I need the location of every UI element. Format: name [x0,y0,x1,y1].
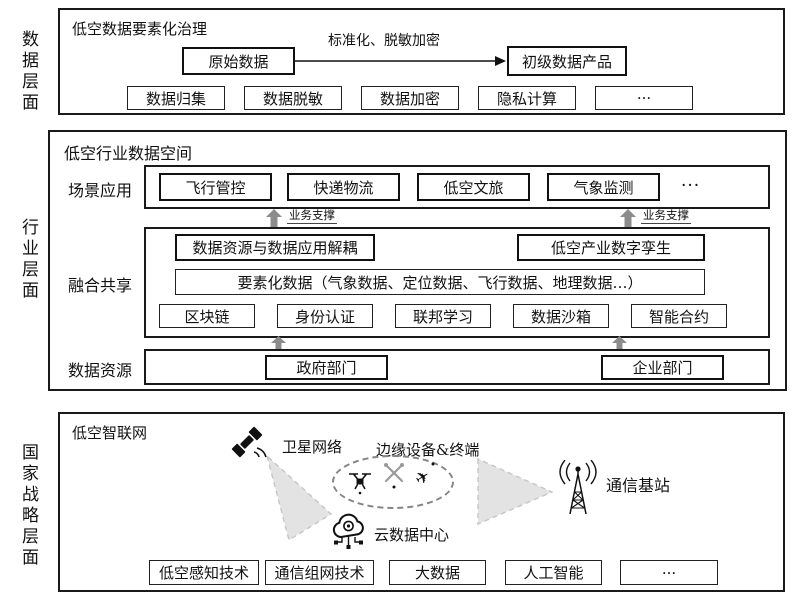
scenario-panel: 飞行管控 快递物流 低空文旅 气象监测 ··· [144,165,770,209]
process-box-encrypt: 数据加密 [361,86,459,110]
scenario-more-dots: ··· [681,176,701,196]
network-tech-box-more: ··· [620,560,718,585]
network-tech-box-ai: 人工智能 [505,560,602,585]
resource-row-label: 数据资源 [68,361,133,380]
resource-panel: 政府部门 企业部门 [144,349,770,385]
up-arrow-icon [620,209,636,227]
cloud-label: 云数据中心 [374,526,450,544]
base-station-antenna-icon [559,460,597,515]
support-arrow-left: 业务支撑 [266,209,337,227]
data-governance-panel: 低空数据要素化治理 原始数据 标准化、脱敏加密 初级数据产品 数据归集 数据脱敏… [58,8,785,115]
tech-box-sandbox: 数据沙箱 [513,304,609,328]
network-tech-box-comm: 通信组网技术 [265,560,374,585]
scenario-box-logistics: 快递物流 [287,173,400,201]
network-panel-title: 低空智联网 [72,424,148,442]
fusion-row-label: 融合共享 [68,276,133,295]
cloud-datacenter-icon [332,513,364,549]
scenario-box-weather: 气象监测 [547,173,660,201]
station-label: 通信基站 [606,476,671,495]
satellite-icon [231,426,267,458]
tech-box-federated: 联邦学习 [395,304,491,328]
layer-label-national: 国家战略层面 [18,443,38,569]
data-governance-title: 低空数据要素化治理 [72,20,208,38]
process-box-mask: 数据脱敏 [244,86,342,110]
process-box-collect: 数据归集 [127,86,225,110]
industry-data-space-panel: 低空行业数据空间 场景应用 飞行管控 快递物流 低空文旅 气象监测 ··· 业务… [48,130,787,391]
process-box-privacy: 隐私计算 [478,86,576,110]
network-tech-box-bigdata: 大数据 [389,560,486,585]
process-box-more: ··· [595,86,693,110]
primary-product-box: 初级数据产品 [507,46,627,76]
station-beam-cone [477,457,554,526]
layer-label-data: 数据层面 [18,30,38,114]
tech-box-blockchain: 区块链 [159,304,255,328]
satellite-beam-cone [265,453,333,542]
enterprise-box: 企业部门 [601,355,724,380]
layer-label-industry: 行业层面 [18,218,38,302]
scenario-row-label: 场景应用 [68,181,133,200]
support-label-right: 业务支撑 [641,208,691,224]
drone-icon [349,473,371,495]
tech-box-contract: 智能合约 [631,304,727,328]
up-arrow-icon [266,209,282,227]
up-arrow-icon [612,336,627,350]
satellite-label: 卫星网络 [282,438,343,456]
support-label-left: 业务支撑 [287,208,337,224]
tech-box-identity: 身份认证 [277,304,373,328]
airplane-icon: ✈ [411,465,435,491]
edge-devices-ellipse: ✈ [332,455,454,509]
government-box: 政府部门 [265,355,388,380]
decouple-box: 数据资源与数据应用解耦 [175,234,375,261]
raw-data-box: 原始数据 [182,47,295,75]
industry-panel-title: 低空行业数据空间 [64,144,193,163]
digital-twin-box: 低空产业数字孪生 [517,234,705,261]
intelligent-network-panel: 低空智联网 卫星网络 边缘设备&终端 [58,412,785,592]
network-tech-box-sensing: 低空感知技术 [149,560,259,585]
element-data-box: 要素化数据（气象数据、定位数据、飞行数据、地理数据…） [175,269,705,295]
support-arrow-right: 业务支撑 [620,209,691,227]
uav-x-icon [384,463,404,489]
dot-icon [431,462,435,466]
up-arrow-icon [271,336,286,350]
scenario-box-flight: 飞行管控 [159,173,272,201]
right-arrow-icon [295,56,506,66]
fusion-panel: 数据资源与数据应用解耦 低空产业数字孪生 要素化数据（气象数据、定位数据、飞行数… [144,227,770,338]
standardize-arrow-label: 标准化、脱敏加密 [328,33,440,49]
scenario-box-tourism: 低空文旅 [417,173,530,201]
